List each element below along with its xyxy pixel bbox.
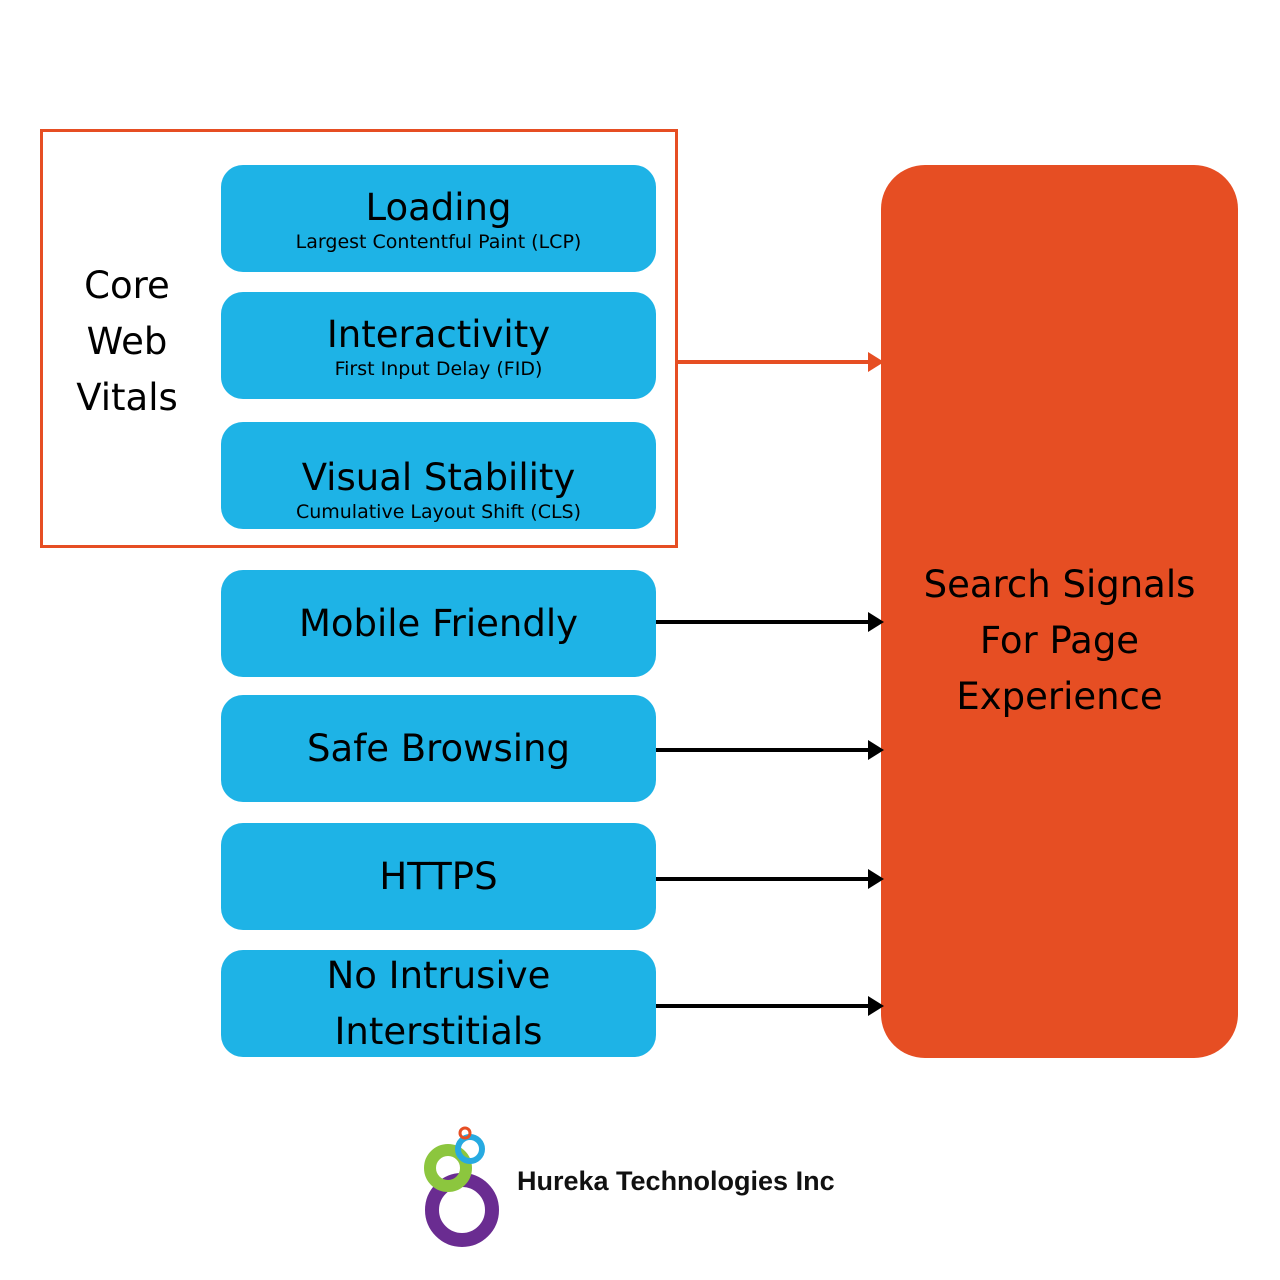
- core-web-vitals-frame: [40, 129, 678, 548]
- loading-title: Loading: [365, 185, 512, 229]
- visual-stability-title: Visual Stability: [301, 456, 576, 499]
- mobile-friendly-box: Mobile Friendly: [221, 570, 656, 677]
- safe-browsing-arrow: [656, 740, 884, 760]
- core-web-vitals-label-line: Vitals: [76, 376, 178, 419]
- https-arrow: [656, 869, 884, 889]
- brand-name: Hureka Technologies Inc: [517, 1166, 835, 1196]
- no-intrusive-interstitials-arrow: [656, 996, 884, 1016]
- core-web-vitals-label: Core Web Vitals: [62, 258, 192, 426]
- no-intrusive-interstitials-line: No Intrusive: [326, 953, 551, 997]
- search-signals-title: Search Signals For Page Experience: [881, 557, 1238, 725]
- loading-subtitle: Largest Contentful Paint (LCP): [295, 230, 582, 253]
- https-box: HTTPS: [221, 823, 656, 930]
- mobile-friendly-arrow: [656, 612, 884, 632]
- interactivity-subtitle: First Input Delay (FID): [334, 357, 543, 380]
- no-intrusive-interstitials-title: No Intrusive Interstitials: [327, 948, 551, 1060]
- search-signals-title-line: Search Signals: [923, 563, 1196, 606]
- no-intrusive-interstitials-box: No Intrusive Interstitials: [221, 950, 656, 1057]
- interactivity-title: Interactivity: [326, 312, 551, 356]
- search-signals-title-line: Experience: [956, 675, 1163, 718]
- safe-browsing-title: Safe Browsing: [307, 726, 570, 770]
- cwv-arrow: [677, 352, 884, 372]
- visual-stability-box: Visual Stability Cumulative Layout Shift…: [221, 422, 656, 529]
- mobile-friendly-title: Mobile Friendly: [298, 601, 579, 645]
- hureka-logo-icon: [424, 1126, 499, 1247]
- no-intrusive-interstitials-line: Interstitials: [334, 1009, 543, 1053]
- core-web-vitals-label-line: Web: [86, 320, 168, 363]
- safe-browsing-box: Safe Browsing: [221, 695, 656, 802]
- interactivity-box: Interactivity First Input Delay (FID): [221, 292, 656, 399]
- search-signals-title-line: For Page: [979, 619, 1140, 662]
- visual-stability-subtitle: Cumulative Layout Shift (CLS): [295, 501, 582, 523]
- search-signals-box: Search Signals For Page Experience: [881, 165, 1238, 1058]
- loading-box: Loading Largest Contentful Paint (LCP): [221, 165, 656, 272]
- core-web-vitals-label-line: Core: [84, 264, 170, 307]
- https-title: HTTPS: [379, 854, 498, 898]
